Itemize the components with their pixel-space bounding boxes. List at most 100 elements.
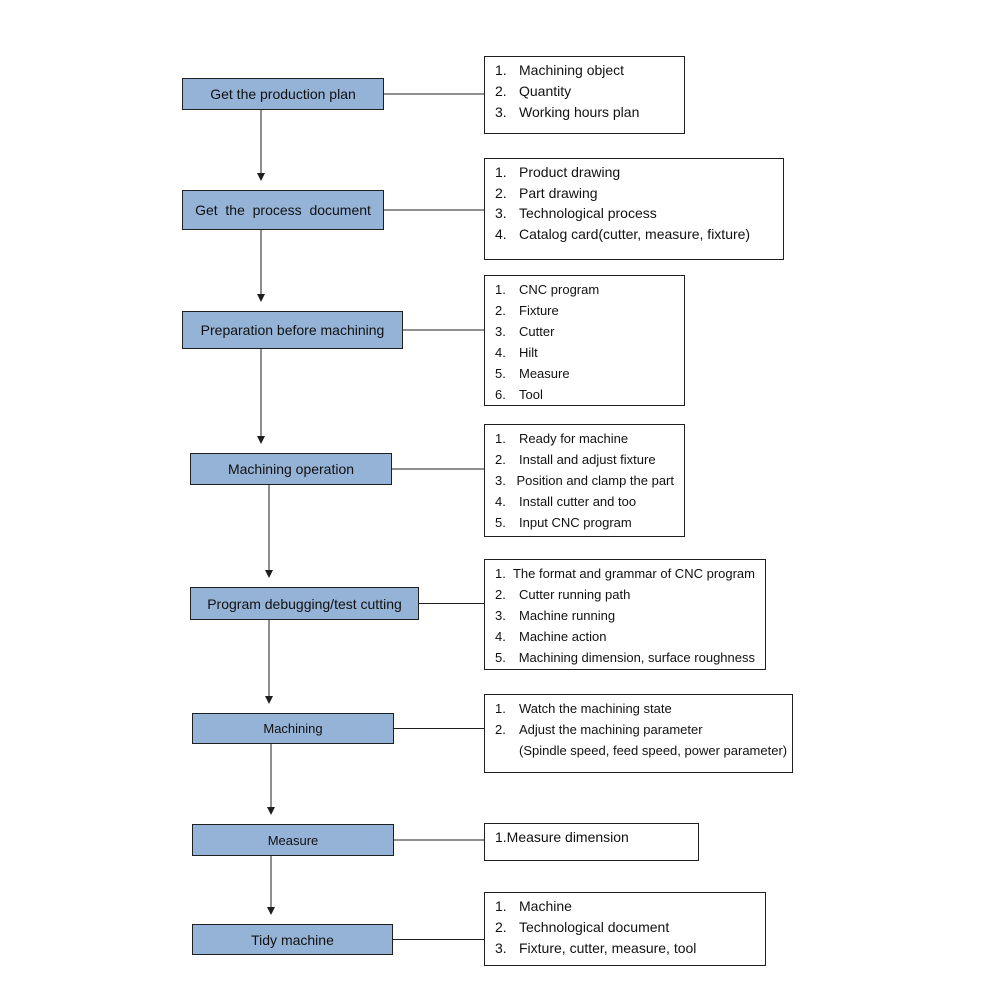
- notes-list: 1.Measure dimension: [495, 827, 688, 848]
- step-label: Measure: [267, 832, 319, 848]
- step-get-the-production-plan: Get the production plan: [182, 78, 384, 110]
- notes-item-number: 4.: [495, 225, 507, 242]
- step-label: Preparation before machining: [200, 322, 385, 338]
- notes-item-number: 1.: [495, 701, 506, 716]
- notes-item: 3. Cutter: [495, 321, 674, 342]
- notes-item: 1. Machining object: [495, 60, 674, 81]
- notes-item-number: 4.: [495, 629, 506, 644]
- notes-item-text: Tool: [519, 387, 543, 402]
- notes-item-text: Working hours plan: [519, 104, 640, 120]
- notes-item: 1.Machine: [495, 896, 755, 917]
- notes-item-text: Catalog card(cutter, measure, fixture): [519, 225, 751, 242]
- notes-item-text: Cutter running path: [519, 587, 631, 602]
- notes-list: 1. CNC program 2.Fixture 3. Cutter 4.Hilt 5. Me…: [495, 279, 674, 405]
- notes-item: 5. Measure: [495, 363, 674, 384]
- notes-item: 3.Fixture, cutter, measure, tool: [495, 938, 755, 959]
- notes-item-text: Install cutter and too: [519, 494, 637, 509]
- notes-item: 2. Adjust the machining parameter: [495, 719, 782, 740]
- step-program-debugging-test-cutting: Program debugging/test cutting: [190, 587, 419, 620]
- notes-list: 1. Machining object 2.Quantity 3. Working ho…: [495, 60, 674, 123]
- notes-item-text: Ready for machine: [519, 431, 629, 446]
- step-tidy-machine: Tidy machine: [192, 924, 393, 955]
- notes-item-text: The format and grammar of CNC program: [512, 566, 755, 581]
- notes-item-number: 1.: [495, 164, 507, 180]
- notes-item-text: Adjust the machining parameter: [519, 722, 703, 737]
- notes-item-text: Position and clamp the part: [516, 473, 674, 488]
- step-machining: Machining: [192, 713, 394, 744]
- notes-item-text: CNC program: [519, 282, 600, 297]
- notes-item-number: 6.: [495, 387, 506, 402]
- notes-item: 5. Input CNC program: [495, 512, 674, 533]
- step-label: Get the process document: [195, 202, 371, 218]
- step-label: Get the production plan: [210, 86, 356, 102]
- notes-item-number: 1.: [495, 282, 506, 297]
- notes-item-number: 3.: [495, 104, 507, 120]
- notes-item-number: 1.: [495, 62, 507, 78]
- notes-item-number: 3.: [495, 940, 507, 956]
- notes-list: 1. The format and grammar of CNC program 2…: [495, 563, 755, 668]
- notes-list: 1.Machine 2. Technological document 3.Fixtu…: [495, 896, 755, 959]
- notes-list: 1. Ready for machine 2. Install and adjust …: [495, 428, 674, 533]
- notes-item-number: 2.: [495, 919, 507, 935]
- step-machining-operation: Machining operation: [190, 453, 392, 485]
- notes-program-debugging-test-cutting: 1. The format and grammar of CNC program 2…: [484, 559, 766, 670]
- notes-item-number: 4.: [495, 345, 506, 360]
- notes-item-text: Input CNC program: [519, 515, 632, 530]
- notes-item: 1. The format and grammar of CNC program: [495, 563, 755, 584]
- notes-item: 6. Tool: [495, 384, 674, 405]
- notes-item-text: Install and adjust fixture: [519, 452, 656, 467]
- notes-item-text: Quantity: [519, 83, 572, 99]
- notes-tidy-machine: 1.Machine 2. Technological document 3.Fixtu…: [484, 892, 766, 966]
- notes-item-number: 2.: [495, 452, 506, 467]
- notes-machining: 1.Watch the machining state 2. Adjust the …: [484, 694, 793, 773]
- notes-item-text: 1.Measure dimension: [495, 829, 629, 845]
- notes-item-number: 3.: [495, 324, 506, 339]
- notes-continuation: (Spindle speed, feed speed, power parame…: [519, 743, 788, 758]
- notes-item-number: 5.: [495, 366, 506, 381]
- notes-item: 1. CNC program: [495, 279, 674, 300]
- notes-item-number: 2.: [495, 722, 506, 737]
- notes-item: 1. Ready for machine: [495, 428, 674, 449]
- step-preparation-before-machining: Preparation before machining: [182, 311, 403, 349]
- step-label: Program debugging/test cutting: [207, 595, 402, 612]
- notes-item-number: 5.: [495, 515, 506, 530]
- step-label: Machining operation: [227, 461, 355, 477]
- notes-item: 4. Install cutter and too: [495, 491, 674, 512]
- notes-item: 3. Position and clamp the part: [495, 470, 674, 491]
- notes-item-text: Machine running: [519, 608, 616, 623]
- notes-item-number: 3.: [495, 473, 506, 488]
- notes-item: 1.Measure dimension: [495, 827, 688, 848]
- notes-item-text: Machining object: [519, 62, 625, 78]
- notes-item: 5.Machining dimension, surface roughness: [495, 647, 755, 668]
- notes-item-number: 3.: [495, 608, 506, 623]
- notes-item-number: 2.: [495, 303, 506, 318]
- notes-item-number: 5.: [495, 650, 506, 665]
- notes-item-number: 3.: [495, 205, 507, 221]
- notes-item-text: Machine action: [519, 629, 607, 644]
- notes-item: 4.Hilt: [495, 342, 674, 363]
- notes-item-number: 1.: [495, 566, 506, 581]
- notes-item-text: Cutter: [519, 324, 555, 339]
- notes-item-text: Measure: [519, 366, 570, 381]
- notes-item: 3.Technological process: [495, 203, 773, 224]
- notes-item: 4. Machine action: [495, 626, 755, 647]
- step-label: Tidy machine: [251, 931, 334, 948]
- notes-item-number: 1.: [495, 898, 507, 914]
- notes-item: 1.Watch the machining state: [495, 698, 782, 719]
- notes-measure: 1.Measure dimension: [484, 823, 699, 861]
- notes-item: 2.Quantity: [495, 81, 674, 102]
- notes-preparation-before-machining: 1. CNC program 2.Fixture 3. Cutter 4.Hilt 5. Me…: [484, 275, 685, 406]
- notes-item-number: 1.: [495, 431, 506, 446]
- notes-item: 2.Fixture: [495, 300, 674, 321]
- notes-item: 3. Machine running: [495, 605, 755, 626]
- notes-item-text: Product drawing: [519, 164, 621, 180]
- notes-item: 1. Product drawing: [495, 162, 773, 183]
- notes-item-number: 2.: [495, 587, 506, 602]
- notes-item-number: 4.: [495, 494, 506, 509]
- notes-item: 3. Working hours plan: [495, 102, 674, 123]
- notes-list: 1.Watch the machining state 2. Adjust the …: [495, 698, 788, 761]
- step-label: Machining: [263, 721, 323, 736]
- notes-item-text: Technological document: [519, 919, 670, 935]
- notes-machining-operation: 1. Ready for machine 2. Install and adjust …: [484, 424, 685, 537]
